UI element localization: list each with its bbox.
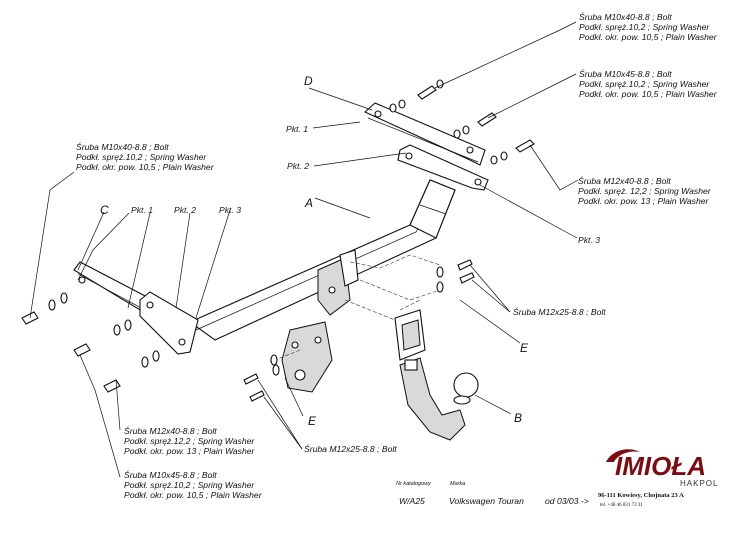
bracket-d <box>364 102 486 166</box>
date-value: od 03/03 -> <box>545 496 589 506</box>
tow-ball-neck <box>399 357 479 441</box>
note-left-1: Śruba M10x40-8.8 ; Bolt Podkł. spręż.10,… <box>76 141 215 172</box>
leader-lines <box>29 21 579 478</box>
svg-text:Śruba M10x45-8.8 ; Bolt: Śruba M10x45-8.8 ; Bolt <box>579 68 672 79</box>
label-b: B <box>514 411 522 425</box>
label-a: A <box>304 196 313 210</box>
svg-text:Podkł. spręż.10,2 ; Spring Was: Podkł. spręż.10,2 ; Spring Washer <box>124 480 255 490</box>
bracket-left-lower <box>139 291 199 355</box>
svg-text:Podkł. okr. pow. 10,5 ; Plain: Podkł. okr. pow. 10,5 ; Plain Washer <box>579 89 718 99</box>
svg-text:Śruba M10x45-8.8 ; Bolt: Śruba M10x45-8.8 ; Bolt <box>124 469 217 480</box>
bracket-right-lower <box>397 144 489 191</box>
svg-text:Podkł. spręż.12,2 ; Spring Was: Podkł. spręż.12,2 ; Spring Washer <box>124 436 255 446</box>
label-pkt3-right: Pkt. 3 <box>578 235 600 245</box>
note-right-3: Śruba M12x40-8.8 ; Bolt Podkł. spręż. 12… <box>578 175 712 206</box>
label-pkt1-top: Pkt. 1 <box>286 124 308 134</box>
logo-swoosh-icon <box>606 449 640 462</box>
label-pkt2-left: Pkt. 2 <box>174 205 196 215</box>
logo-phone: tel. +48 46 831 73 31 <box>600 503 643 508</box>
imiola-logo: IMIOŁA HAKPOL 96-111 Kowiesy, Chojnata 2… <box>598 449 718 508</box>
catalog-label: Nr katalogowy <box>396 481 432 487</box>
label-d: D <box>304 74 313 88</box>
logo-sub: HAKPOL <box>680 479 718 488</box>
note-bottom-1: Śruba M12x40-8.8 ; Bolt Podkł. spręż.12,… <box>124 425 256 456</box>
label-e-right: E <box>520 341 529 355</box>
label-c: C <box>100 203 109 217</box>
label-pkt2-top: Pkt. 2 <box>287 161 309 171</box>
logo-name: IMIOŁA <box>615 451 706 481</box>
brand-label: Marka <box>450 481 465 487</box>
svg-text:Podkł. okr. pow. 10,5 ; Plain: Podkł. okr. pow. 10,5 ; Plain Washer <box>76 162 215 172</box>
svg-text:Podkł. okr. pow. 10,5 ; Plain: Podkł. okr. pow. 10,5 ; Plain Washer <box>579 32 718 42</box>
bracket-e-left <box>281 321 333 393</box>
svg-text:Śruba M10x40-8.8 ; Bolt: Śruba M10x40-8.8 ; Bolt <box>76 141 169 152</box>
main-beam <box>188 179 456 341</box>
svg-text:Podkł. spręż.10,2 ; Spring Was: Podkł. spręż.10,2 ; Spring Washer <box>76 152 207 162</box>
label-e-bottom: E <box>308 414 317 428</box>
svg-text:Podkł. spręż.10,2 ; Spring Was: Podkł. spręż.10,2 ; Spring Washer <box>579 22 710 32</box>
note-bolt-bottom: Śruba M12x25-8.8 ; Bolt <box>304 443 397 454</box>
footer-info: Nr katalogowy W/A25 Marka Volkswagen Tou… <box>396 481 589 506</box>
svg-text:Podkł. okr. pow. 13 ; Plain Wa: Podkł. okr. pow. 13 ; Plain Washer <box>124 446 256 456</box>
label-pkt3-left: Pkt. 3 <box>219 205 241 215</box>
svg-text:Podkł. okr. pow. 13 ; Plain Wa: Podkł. okr. pow. 13 ; Plain Washer <box>578 196 710 206</box>
note-top-right-1: Śruba M10x40-8.8 ; Bolt Podkł. spręż.10,… <box>579 11 718 42</box>
svg-text:Śruba M10x40-8.8 ; Bolt: Śruba M10x40-8.8 ; Bolt <box>579 11 672 22</box>
catalog-value: W/A25 <box>399 496 425 506</box>
svg-text:Podkł. spręż. 12,2 ; Spring Wa: Podkł. spręż. 12,2 ; Spring Washer <box>578 186 712 196</box>
note-bolt-right: Śruba M12x25-8.8 ; Bolt <box>513 306 606 317</box>
brand-value: Volkswagen Touran <box>449 496 524 506</box>
center-plate <box>317 249 359 316</box>
note-bottom-2: Śruba M10x45-8.8 ; Bolt Podkł. spręż.10,… <box>124 469 263 500</box>
svg-text:Śruba M12x40-8.8 ; Bolt: Śruba M12x40-8.8 ; Bolt <box>578 175 671 186</box>
svg-text:Śruba M12x40-8.8 ; Bolt: Śruba M12x40-8.8 ; Bolt <box>124 425 217 436</box>
note-top-right-2: Śruba M10x45-8.8 ; Bolt Podkł. spręż.10,… <box>579 68 718 99</box>
logo-address: 96-111 Kowiesy, Chojnata 23 A <box>598 492 684 499</box>
socket-holder <box>394 309 426 361</box>
label-pkt1-left: Pkt. 1 <box>131 205 153 215</box>
svg-text:Podkł. spręż.10,2 ; Spring Was: Podkł. spręż.10,2 ; Spring Washer <box>579 79 710 89</box>
fasteners <box>21 79 535 402</box>
svg-text:Podkł. okr. pow. 10,5 ; Plain: Podkł. okr. pow. 10,5 ; Plain Washer <box>124 490 263 500</box>
